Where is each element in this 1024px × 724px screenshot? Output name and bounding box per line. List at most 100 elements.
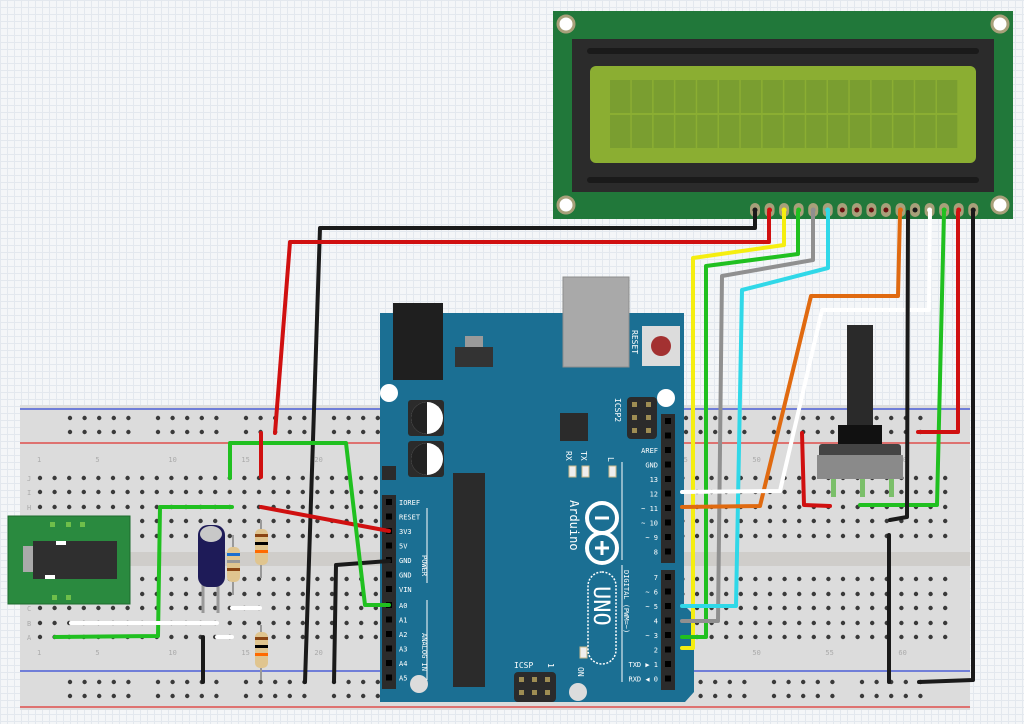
breadboard-hole[interactable] xyxy=(855,591,860,597)
rail-hole[interactable] xyxy=(889,693,894,699)
breadboard-hole[interactable] xyxy=(140,518,145,524)
breadboard-hole[interactable] xyxy=(300,591,305,597)
breadboard-hole[interactable] xyxy=(315,634,320,640)
breadboard-hole[interactable] xyxy=(870,591,875,597)
breadboard-hole[interactable] xyxy=(67,605,72,611)
breadboard-hole[interactable] xyxy=(198,489,203,495)
rail-hole[interactable] xyxy=(82,429,87,435)
breadboard-hole[interactable] xyxy=(753,620,758,626)
rail-hole[interactable] xyxy=(815,693,820,699)
breadboard-hole[interactable] xyxy=(359,489,364,495)
breadboard-hole[interactable] xyxy=(169,489,174,495)
breadboard-hole[interactable] xyxy=(286,605,291,611)
rail-hole[interactable] xyxy=(874,415,879,421)
breadboard-hole[interactable] xyxy=(344,533,349,539)
rail-hole[interactable] xyxy=(727,679,732,685)
breadboard-hole[interactable] xyxy=(183,576,189,582)
header-pin[interactable] xyxy=(386,645,392,652)
rail-hole[interactable] xyxy=(82,415,87,421)
breadboard-hole[interactable] xyxy=(300,576,305,582)
rail-hole[interactable] xyxy=(214,679,219,685)
breadboard-hole[interactable] xyxy=(96,475,101,481)
wire-lcd-gnd[interactable] xyxy=(303,210,757,684)
rail-hole[interactable] xyxy=(126,415,131,421)
breadboard-hole[interactable] xyxy=(928,576,933,582)
rail-hole[interactable] xyxy=(199,415,204,421)
breadboard-hole[interactable] xyxy=(242,576,247,582)
header-pin[interactable] xyxy=(665,519,671,526)
breadboard-hole[interactable] xyxy=(899,591,904,597)
breadboard-hole[interactable] xyxy=(797,504,802,510)
breadboard-hole[interactable] xyxy=(140,591,145,597)
breadboard-hole[interactable] xyxy=(928,620,933,626)
breadboard-hole[interactable] xyxy=(300,504,305,510)
breadboard-hole[interactable] xyxy=(855,605,860,611)
header-pin[interactable] xyxy=(386,542,392,549)
breadboard-hole[interactable] xyxy=(797,605,802,611)
breadboard-hole[interactable] xyxy=(913,605,919,611)
rail-hole[interactable] xyxy=(287,693,292,699)
breadboard-hole[interactable] xyxy=(738,605,743,611)
breadboard-hole[interactable] xyxy=(329,533,335,539)
wire-lcd-d12[interactable] xyxy=(680,210,932,494)
breadboard-hole[interactable] xyxy=(169,533,174,539)
breadboard-hole[interactable] xyxy=(315,489,320,495)
breadboard-hole[interactable] xyxy=(227,518,232,524)
breadboard-hole[interactable] xyxy=(797,518,802,524)
breadboard-hole[interactable] xyxy=(709,591,714,597)
rail-hole[interactable] xyxy=(97,429,102,435)
breadboard-hole[interactable] xyxy=(826,533,831,539)
breadboard-hole[interactable] xyxy=(797,620,802,626)
breadboard-hole[interactable] xyxy=(373,576,378,582)
header-pin[interactable] xyxy=(665,490,671,497)
header-pin[interactable] xyxy=(665,476,671,482)
header-pin[interactable] xyxy=(665,418,671,424)
breadboard-hole[interactable] xyxy=(738,576,743,582)
breadboard-hole[interactable] xyxy=(753,518,758,524)
breadboard-hole[interactable] xyxy=(300,518,305,524)
breadboard-hole[interactable] xyxy=(242,620,247,626)
rail-hole[interactable] xyxy=(155,429,161,435)
breadboard-hole[interactable] xyxy=(811,620,816,626)
breadboard-hole[interactable] xyxy=(811,489,816,495)
rail-hole[interactable] xyxy=(771,679,777,685)
rail-hole[interactable] xyxy=(361,429,366,435)
breadboard-hole[interactable] xyxy=(899,576,904,582)
breadboard-hole[interactable] xyxy=(943,518,948,524)
breadboard-hole[interactable] xyxy=(67,504,72,510)
breadboard-hole[interactable] xyxy=(928,518,933,524)
rail-hole[interactable] xyxy=(302,415,307,421)
rail-hole[interactable] xyxy=(801,415,806,421)
wire-lcd-d11[interactable] xyxy=(680,210,902,509)
breadboard-hole[interactable] xyxy=(315,620,320,626)
breadboard-hole[interactable] xyxy=(782,533,787,539)
breadboard-hole[interactable] xyxy=(724,533,729,539)
breadboard-hole[interactable] xyxy=(315,504,320,510)
breadboard-hole[interactable] xyxy=(286,504,291,510)
breadboard-hole[interactable] xyxy=(125,605,130,611)
breadboard-hole[interactable] xyxy=(329,605,335,611)
rail-hole[interactable] xyxy=(918,415,923,421)
breadboard-hole[interactable] xyxy=(67,489,72,495)
breadboard-hole[interactable] xyxy=(286,533,291,539)
header-pin[interactable] xyxy=(386,499,392,505)
breadboard-hole[interactable] xyxy=(738,518,743,524)
breadboard-hole[interactable] xyxy=(913,634,919,640)
breadboard-hole[interactable] xyxy=(797,576,802,582)
breadboard-hole[interactable] xyxy=(183,591,189,597)
breadboard-hole[interactable] xyxy=(767,576,773,582)
rail-hole[interactable] xyxy=(155,693,161,699)
breadboard-hole[interactable] xyxy=(140,489,145,495)
breadboard-hole[interactable] xyxy=(198,518,203,524)
breadboard-hole[interactable] xyxy=(943,475,948,481)
breadboard-hole[interactable] xyxy=(767,605,773,611)
breadboard-hole[interactable] xyxy=(344,620,349,626)
rail-hole[interactable] xyxy=(214,429,219,435)
rail-hole[interactable] xyxy=(111,429,117,435)
rail-hole[interactable] xyxy=(375,679,380,685)
breadboard-hole[interactable] xyxy=(753,475,758,481)
breadboard-hole[interactable] xyxy=(738,620,743,626)
breadboard-hole[interactable] xyxy=(782,620,787,626)
rail-hole[interactable] xyxy=(346,679,351,685)
rail-hole[interactable] xyxy=(185,693,190,699)
